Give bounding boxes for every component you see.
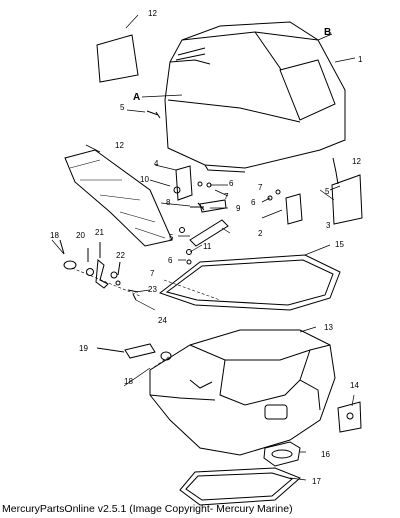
decal-top [96,34,139,83]
callout-17: 17 [312,477,321,486]
callout-10: 10 [140,175,149,184]
callout-5-mid: 5 [169,233,174,242]
callout-7-b: 7 [224,192,229,201]
bracket-3 [285,193,303,225]
callout-A: A [133,92,140,103]
callout-7-c: 7 [150,269,155,278]
link-21 [95,259,109,289]
grommet-16 [263,441,301,467]
latch-bracket-2 [189,219,229,247]
callout-22: 22 [116,251,125,260]
callout-5-right: 5 [325,187,330,196]
decal-right [331,174,363,225]
callout-1: 1 [358,55,363,64]
callout-21: 21 [95,228,104,237]
callout-6-a: 6 [229,179,234,188]
callout-7-a: 7 [258,183,263,192]
callout-13: 13 [324,323,333,332]
bottom-cowl [149,329,336,456]
callout-19: 19 [79,344,88,353]
bottom-seal-17 [179,467,301,506]
callout-5-top: 5 [120,103,125,112]
callout-23: 23 [148,285,157,294]
callout-15: 15 [335,240,344,249]
callout-9: 9 [236,204,241,213]
nut-10 [173,186,181,194]
top-cowl [164,21,346,173]
callout-8: 8 [166,198,171,207]
callout-6-b: 6 [251,198,256,207]
decal-side-strip [64,149,173,247]
fitting-19 [124,343,156,359]
bracket-9 [199,199,227,213]
bracket-4 [175,165,193,201]
cowl-seal-15 [158,254,341,311]
callout-18-left: 18 [50,231,59,240]
callout-14: 14 [350,381,359,390]
callout-12-right: 12 [352,157,361,166]
callout-20: 20 [76,231,85,240]
callout-4: 4 [154,159,159,168]
callout-3: 3 [326,221,331,230]
callout-24: 24 [158,316,167,325]
plate-14 [337,401,362,433]
callout-16: 16 [321,450,330,459]
callout-B: B [324,27,331,38]
callout-11: 11 [203,242,212,251]
callout-6-c: 6 [168,256,173,265]
callout-12-top: 12 [148,9,157,18]
callout-12-left: 12 [115,141,124,150]
callout-2: 2 [258,229,263,238]
image-copyright-footer: MercuryPartsOnline v2.5.1 (Image Copyrig… [2,503,293,515]
callout-18-bottom: 18 [124,377,133,386]
